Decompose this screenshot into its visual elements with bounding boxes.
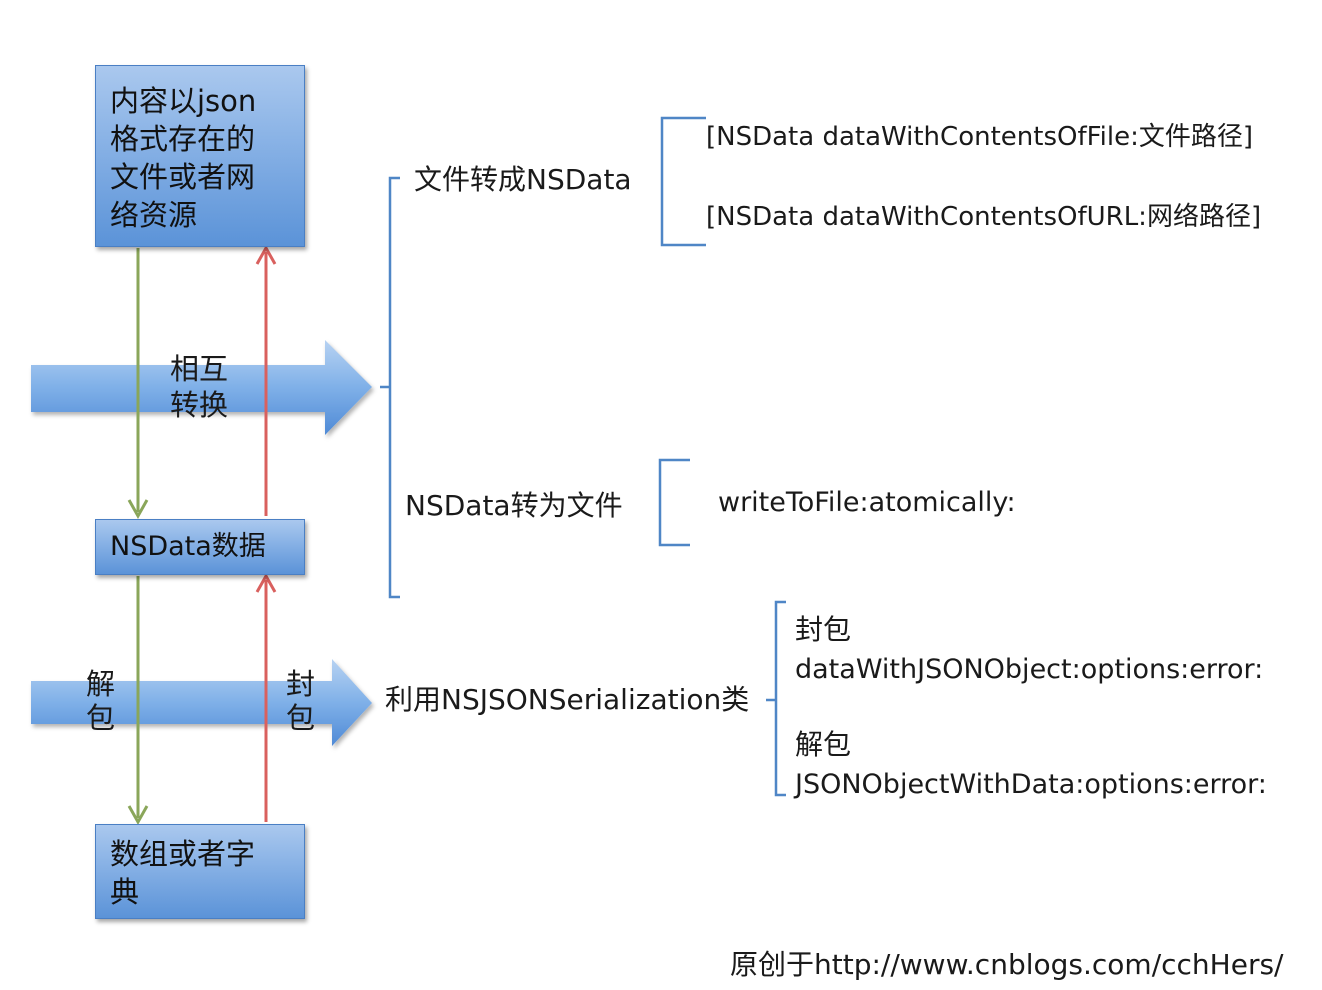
source-resource-box: 内容以json 格式存在的 文件或者网 络资源 <box>95 65 305 247</box>
serialize-block-arrow <box>31 659 372 746</box>
nsdata-box: NSData数据 <box>95 519 305 575</box>
convert-label-1: 相互 <box>170 352 229 386</box>
footer-credit: 原创于http://www.cnblogs.com/cchHers/ <box>730 948 1284 981</box>
source-line-3: 文件或者网 <box>110 160 256 194</box>
to-nsdata-label: 文件转成NSData <box>414 163 632 196</box>
down-arrow-head-2 <box>127 805 149 826</box>
to-file-bracket <box>658 458 690 547</box>
convert-bracket <box>380 176 400 599</box>
collection-box: 数组或者字 典 <box>95 824 305 919</box>
pack-label-2: 包 <box>286 701 316 735</box>
unpack-label-1: 解 <box>86 667 116 701</box>
unpack-label-2: 包 <box>86 701 116 735</box>
down-arrow-head-1 <box>127 499 149 520</box>
serialization-label: 利用NSJSONSerialization类 <box>385 683 750 716</box>
pack-label-1: 封 <box>286 667 316 701</box>
pack-branch-label: 封包 <box>795 613 852 646</box>
collection-line-1: 数组或者字 <box>110 837 256 871</box>
url-method: [NSData dataWithContentsOfURL:网络路径] <box>706 202 1262 232</box>
pack-method: dataWithJSONObject:options:error: <box>795 654 1264 685</box>
up-arrow-head-2 <box>255 572 277 593</box>
file-method: [NSData dataWithContentsOfFile:文件路径] <box>706 122 1254 152</box>
up-arrow-head-1 <box>255 244 277 265</box>
serialization-bracket <box>766 600 786 797</box>
convert-label-2: 转换 <box>170 388 229 422</box>
convert-block-arrow <box>31 340 372 435</box>
collection-line-2: 典 <box>110 875 140 909</box>
unpack-branch-label: 解包 <box>795 728 852 761</box>
write-to-file-method: writeToFile:atomically: <box>718 487 1016 518</box>
to-file-label: NSData转为文件 <box>405 489 623 522</box>
source-line-4: 络资源 <box>110 198 198 232</box>
nsdata-box-label: NSData数据 <box>110 531 266 562</box>
source-line-2: 格式存在的 <box>110 122 256 156</box>
source-line-1: 内容以json <box>110 84 257 118</box>
unpack-method: JSONObjectWithData:options:error: <box>795 769 1267 800</box>
to-nsdata-bracket <box>660 116 706 247</box>
